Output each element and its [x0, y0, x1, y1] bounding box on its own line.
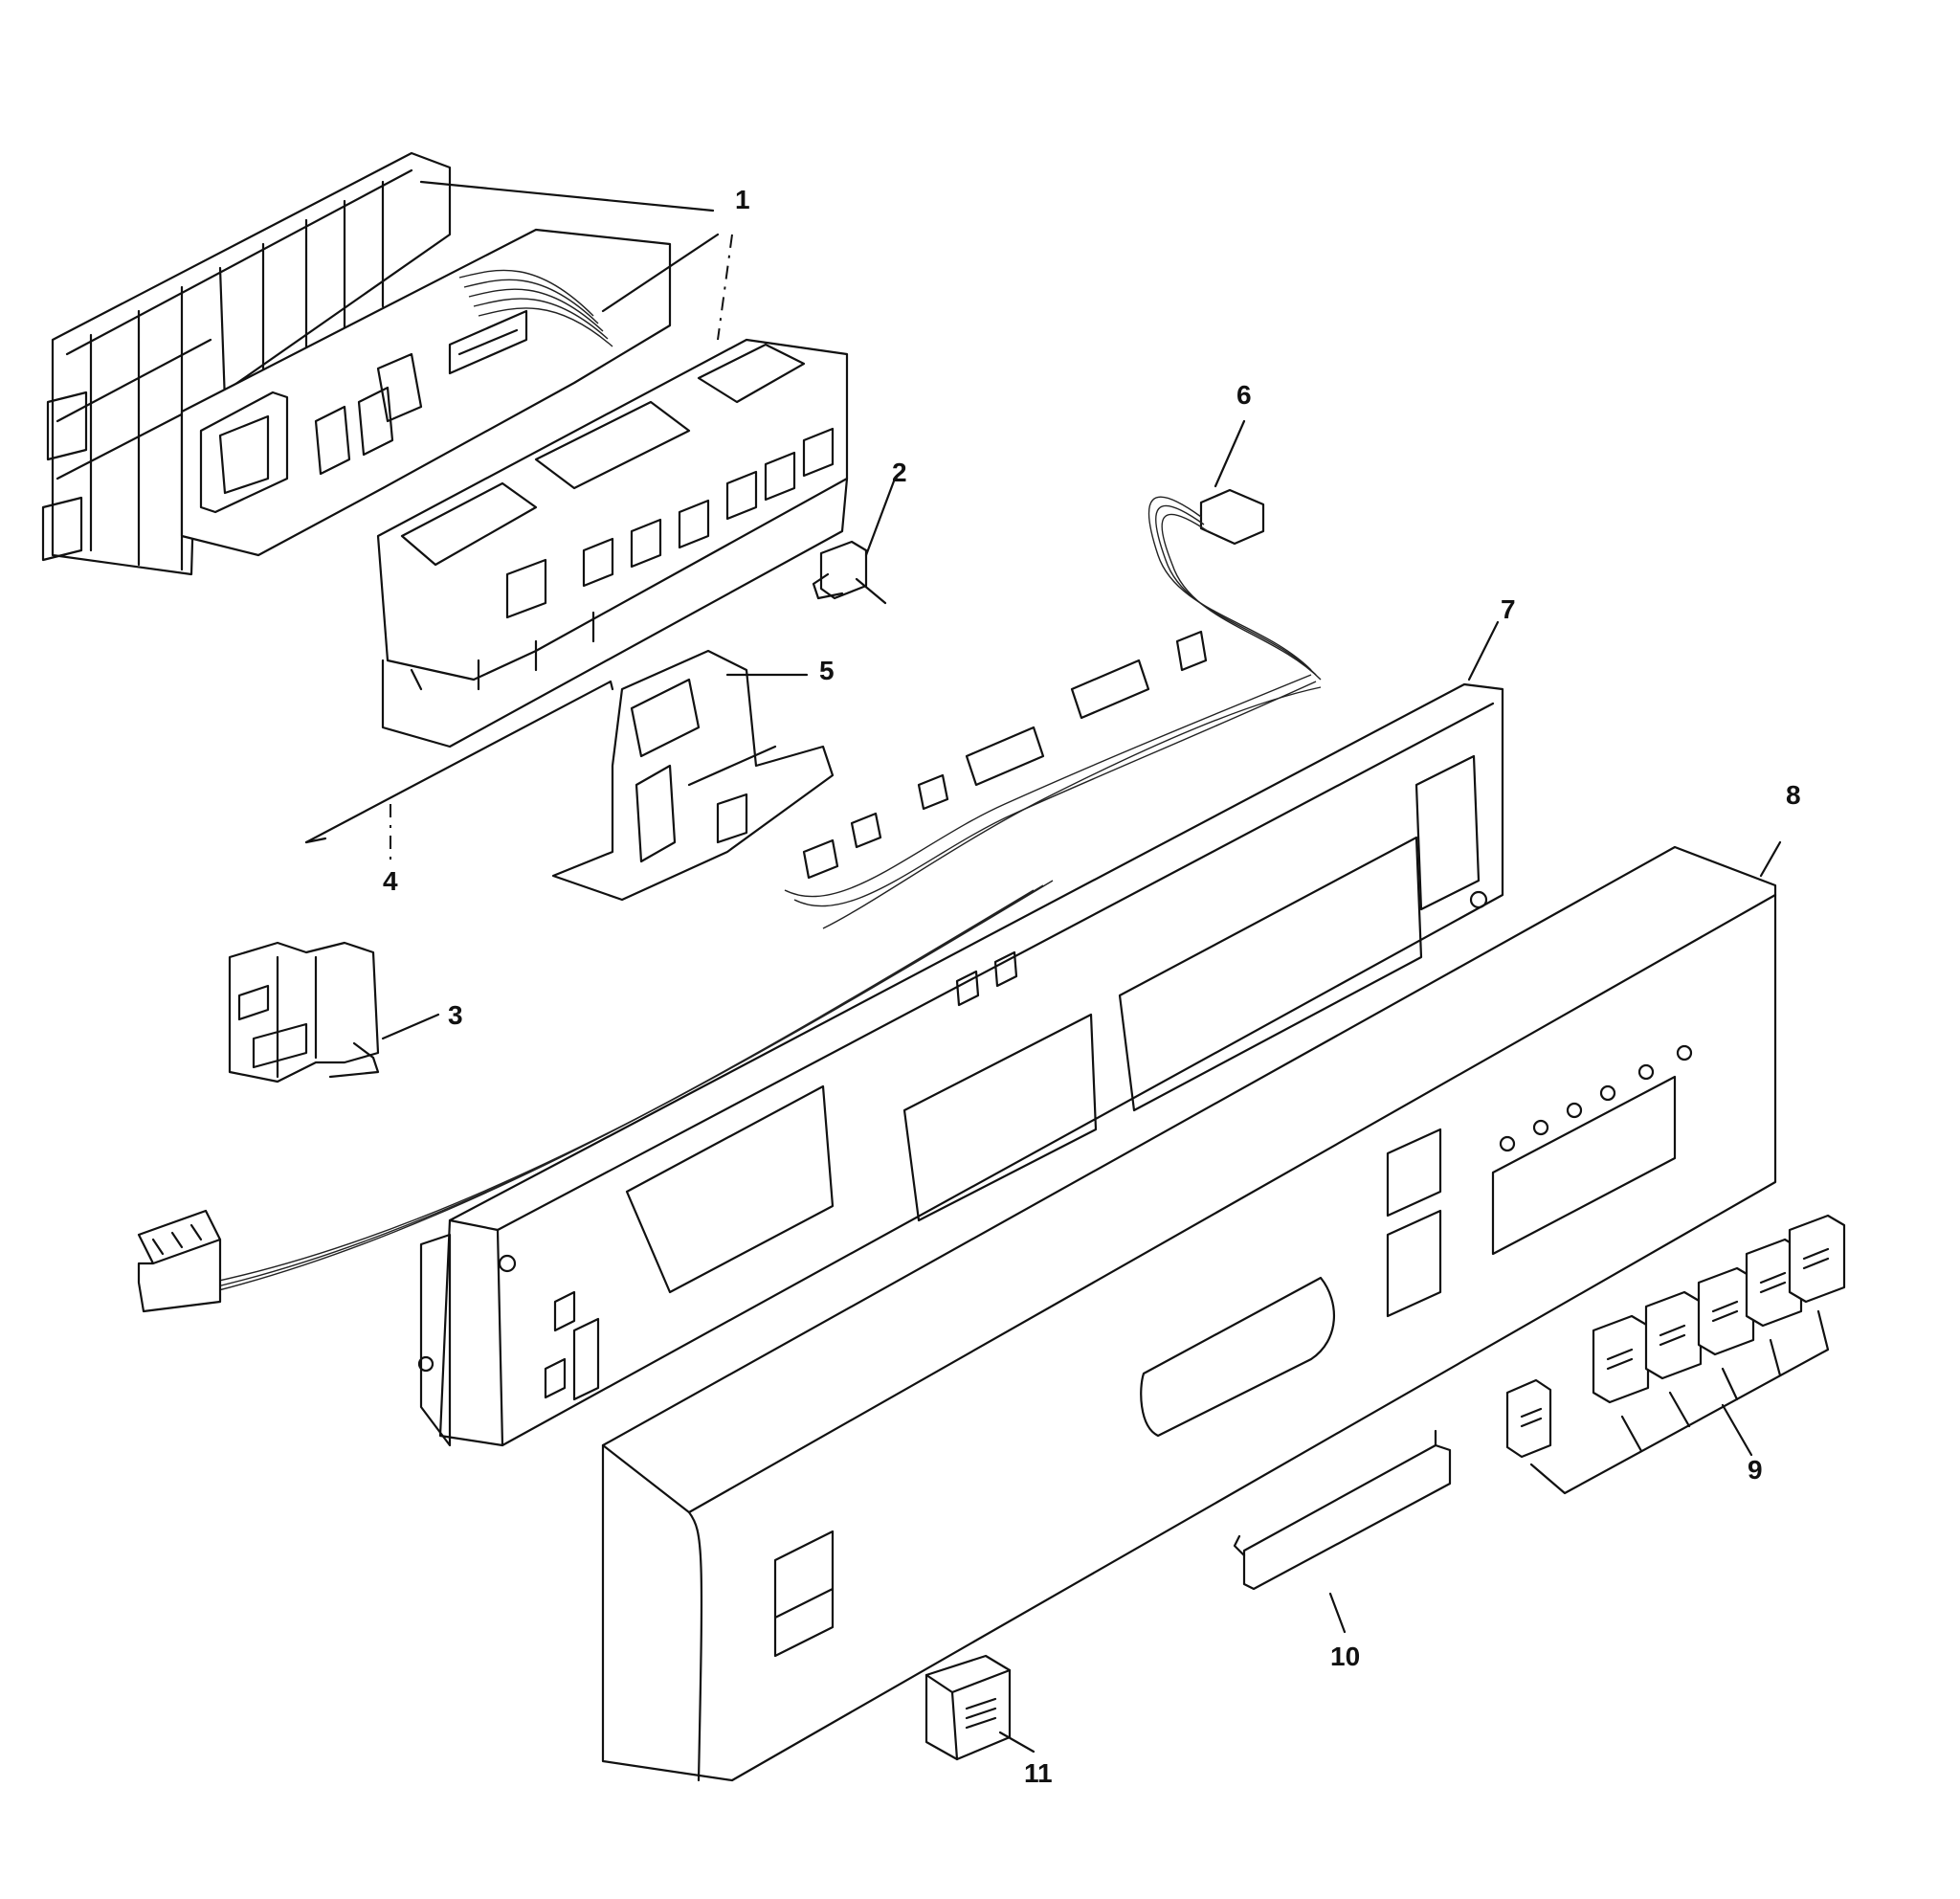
callout-7: 7 — [1501, 594, 1516, 624]
callout-10: 10 — [1330, 1642, 1360, 1671]
part-4-rod[interactable] — [304, 680, 614, 861]
callout-labels: 1 2 3 4 5 6 7 8 9 10 11 — [383, 185, 1801, 1788]
part-1-control-module[interactable] — [41, 151, 849, 748]
callout-4: 4 — [383, 866, 398, 896]
callout-3: 3 — [448, 1000, 463, 1030]
callout-5: 5 — [819, 656, 835, 685]
part-10-trim-strip[interactable] — [1233, 1429, 1452, 1634]
callout-1: 1 — [735, 185, 750, 214]
callout-8: 8 — [1786, 780, 1801, 810]
part-2-switch[interactable] — [812, 477, 897, 605]
part-8-front-panel[interactable] — [601, 840, 1782, 1782]
callout-11: 11 — [1024, 1758, 1053, 1788]
callout-6: 6 — [1236, 380, 1252, 410]
part-5-latch-bracket[interactable] — [551, 649, 835, 902]
part-7-inner-panel-frame[interactable] — [417, 620, 1504, 1447]
callout-9: 9 — [1748, 1455, 1763, 1485]
part-11-knob[interactable] — [924, 1654, 1036, 1761]
part-6-wire-harness[interactable] — [137, 419, 1322, 1313]
part-9-push-buttons[interactable] — [1505, 1214, 1846, 1495]
callout-2: 2 — [892, 458, 907, 487]
part-3-relay-module[interactable] — [228, 941, 440, 1084]
